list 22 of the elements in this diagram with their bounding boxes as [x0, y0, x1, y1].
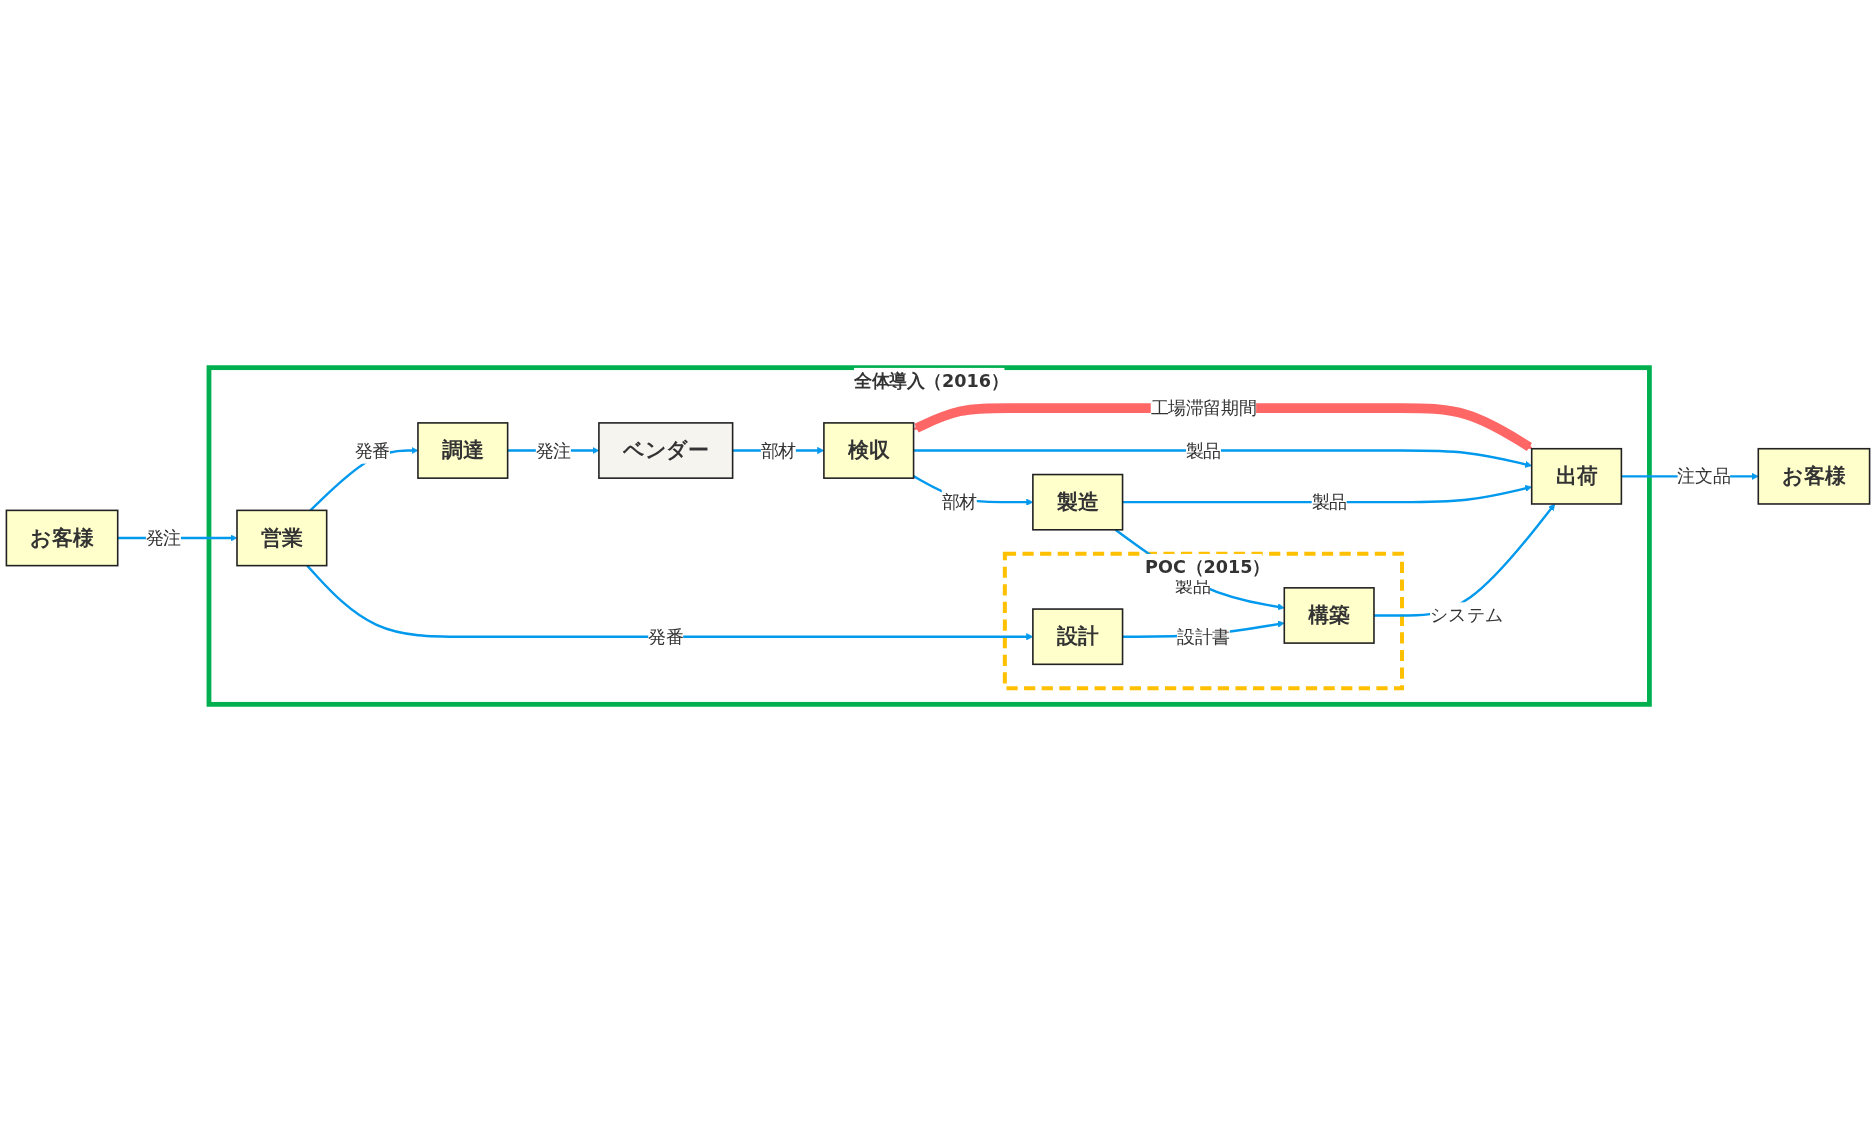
node-box: 製造	[1032, 473, 1124, 531]
edge-label: 発注	[535, 440, 571, 461]
edge-label: 製品	[1185, 440, 1222, 461]
edge-label: 部材	[941, 492, 977, 513]
node-box: 調達	[417, 422, 509, 479]
node-box: 構築	[1283, 587, 1375, 644]
edge-label: システム	[1430, 605, 1504, 626]
edge-label: 設計書	[1177, 626, 1230, 647]
node-box: ベンダー	[598, 422, 734, 479]
edge-label: 工場滞留期間	[1150, 398, 1257, 419]
edge-label: 発番	[354, 440, 390, 461]
edge-label: 部材	[760, 440, 796, 461]
node-box: 設計	[1032, 608, 1124, 666]
node-box: お客様	[5, 509, 119, 567]
node-box: 出荷	[1530, 447, 1623, 505]
node-box: 営業	[236, 509, 328, 567]
edge-label: 発注	[145, 527, 181, 549]
edge-label: 製品	[1311, 492, 1347, 513]
node-box: お客様	[1757, 447, 1871, 505]
edge-label: 発番	[648, 626, 684, 647]
node-box: 検収	[823, 422, 915, 479]
edge-label: 注文品	[1677, 466, 1731, 487]
